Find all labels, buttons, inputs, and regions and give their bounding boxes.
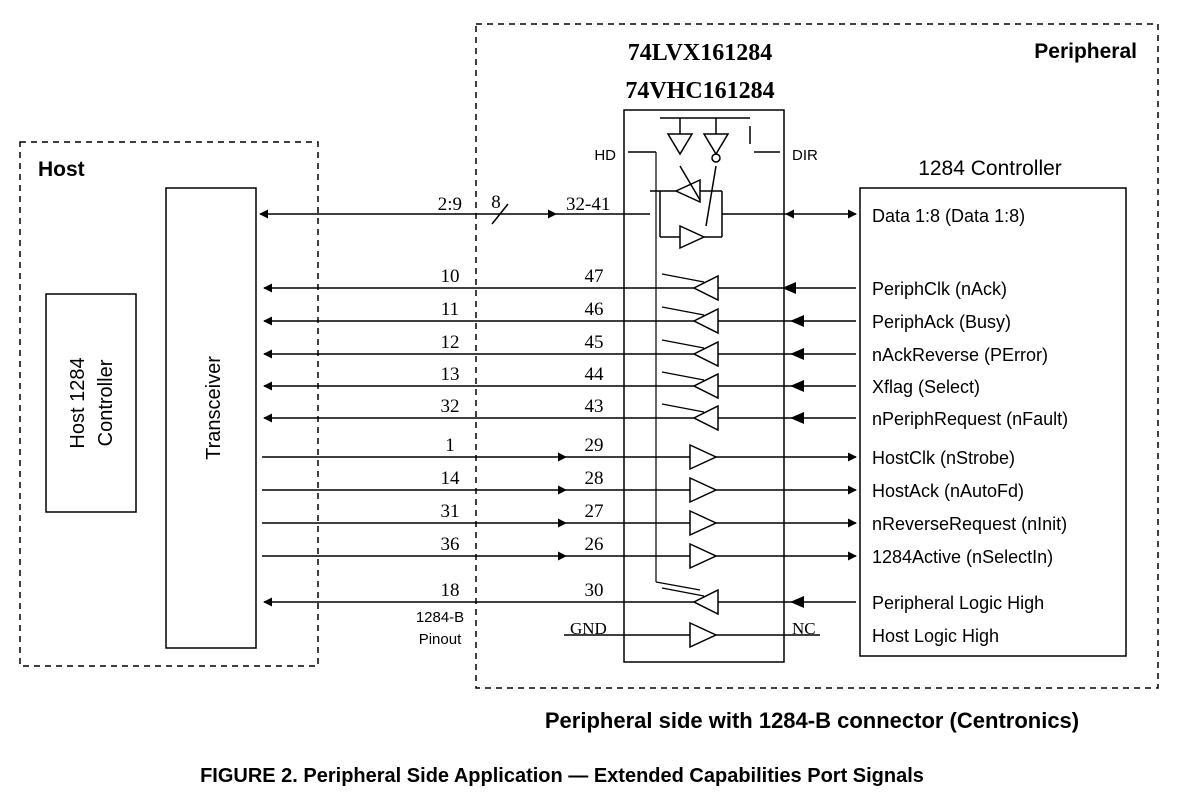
data-transceiver-symbol <box>650 165 723 250</box>
host-controller-label-2: Controller <box>95 359 117 446</box>
enable-line-4 <box>661 371 705 381</box>
figure-caption: FIGURE 2. Peripheral Side Application — … <box>200 765 924 787</box>
gnd-label: GND <box>570 619 607 638</box>
peripheral-label: Peripheral <box>1034 40 1137 63</box>
peripheral-region <box>475 23 1159 689</box>
control-inputs <box>628 117 780 163</box>
signal-label-5: nPeriphRequest (nFault) <box>872 409 1068 429</box>
signal-label-9: 1284Active (nSelectIn) <box>872 547 1053 567</box>
transceiver-box <box>165 187 257 649</box>
buffer-4 <box>692 372 719 400</box>
host-region <box>19 141 319 667</box>
enable-line-3 <box>661 339 705 349</box>
signal-label-11: Host Logic High <box>872 626 999 646</box>
signal-label-7: HostAck (nAutoFd) <box>872 481 1024 501</box>
chip-pin-9: 26 <box>585 534 604 555</box>
connector-pin-5: 32 <box>441 396 460 417</box>
chip-pin-3: 45 <box>585 332 604 353</box>
signal-label-8: nReverseRequest (nInit) <box>872 514 1067 534</box>
hd-enable-tap <box>655 581 701 591</box>
signal-label-6: HostClk (nStrobe) <box>872 448 1015 468</box>
buffer-10 <box>692 588 719 616</box>
chip-pin-7: 28 <box>585 468 604 489</box>
chip-pin-1: 47 <box>585 266 604 287</box>
nc-label: NC <box>792 619 816 638</box>
signal-arrowhead-5 <box>790 412 804 424</box>
signal-arrowhead-3 <box>790 348 804 360</box>
dir-control-buffer <box>702 133 730 156</box>
data-connector-pins: 2:9 <box>438 194 462 215</box>
hd-label: HD <box>594 147 616 164</box>
signal-arrowhead-2 <box>790 315 804 327</box>
connector-caption: Peripheral side with 1284-B connector (C… <box>545 708 1079 733</box>
peripheral-1284-controller-box <box>859 187 1127 657</box>
pinout-label-1: 1284-B <box>416 609 464 626</box>
signal-label-3: nAckReverse (PError) <box>872 345 1048 365</box>
enable-line-10 <box>661 587 705 597</box>
buffer-3 <box>692 340 719 368</box>
buffer-1 <box>692 274 719 302</box>
host-controller-label-1: Host 1284 <box>67 357 89 448</box>
chip-pin-4: 44 <box>585 364 605 385</box>
connector-pin-1: 10 <box>441 266 460 287</box>
connector-pin-3: 12 <box>441 332 460 353</box>
buffer-9 <box>689 542 718 570</box>
data-chip-pins: 32-41 <box>566 194 610 215</box>
signal-label-4: Xflag (Select) <box>872 377 980 397</box>
hd-control-buffer <box>666 133 694 156</box>
signal-arrowhead-4 <box>790 380 804 392</box>
chip-pin-8: 27 <box>585 501 604 522</box>
signal-arrowhead-10 <box>790 596 804 608</box>
host-label: Host <box>38 158 85 181</box>
buffer-7 <box>689 476 718 504</box>
transceiver-label: Transceiver <box>203 356 225 460</box>
dir-inverter-bubble <box>711 153 721 163</box>
connector-pin-9: 36 <box>441 534 460 555</box>
connector-pin-7: 14 <box>441 468 461 489</box>
buffer-8 <box>689 509 718 537</box>
data-bus: 8 2:9 32-41 Data 1:8 (Data 1:8) <box>259 192 1025 226</box>
connector-pin-2: 11 <box>441 299 459 320</box>
connector-pin-4: 13 <box>441 364 460 385</box>
pinout-label-2: Pinout <box>419 631 462 648</box>
data-signal-label: Data 1:8 (Data 1:8) <box>872 206 1025 226</box>
buffer-11 <box>689 621 718 649</box>
signal-label-2: PeriphAck (Busy) <box>872 312 1011 332</box>
chip-pin-10: 30 <box>585 580 604 601</box>
chip-pin-6: 29 <box>585 435 604 456</box>
dir-label: DIR <box>792 147 818 164</box>
chip-title-2: 74VHC161284 <box>625 78 774 104</box>
enable-line-2 <box>661 306 705 316</box>
buffer-2 <box>692 307 719 335</box>
signal-arrowhead-1 <box>782 282 796 294</box>
signal-label-1: PeriphClk (nAck) <box>872 279 1007 299</box>
chip-pin-2: 46 <box>585 299 604 320</box>
connector-pin-8: 31 <box>441 501 460 522</box>
bus-width-slash <box>491 203 509 225</box>
enable-line-1 <box>661 273 705 283</box>
signal-label-10: Peripheral Logic High <box>872 593 1044 613</box>
enable-line-5 <box>661 403 705 413</box>
controller-1284-label: 1284 Controller <box>918 157 1062 180</box>
connector-pin-6: 1 <box>445 435 455 456</box>
chip-title-1: 74LVX161284 <box>628 40 772 66</box>
chip-pin-5: 43 <box>585 396 604 417</box>
connector-pin-10: 18 <box>441 580 460 601</box>
bus-width-label: 8 <box>491 192 501 213</box>
buffer-6 <box>689 443 718 471</box>
buffer-5 <box>692 404 719 432</box>
host-1284-controller-box <box>45 293 137 513</box>
